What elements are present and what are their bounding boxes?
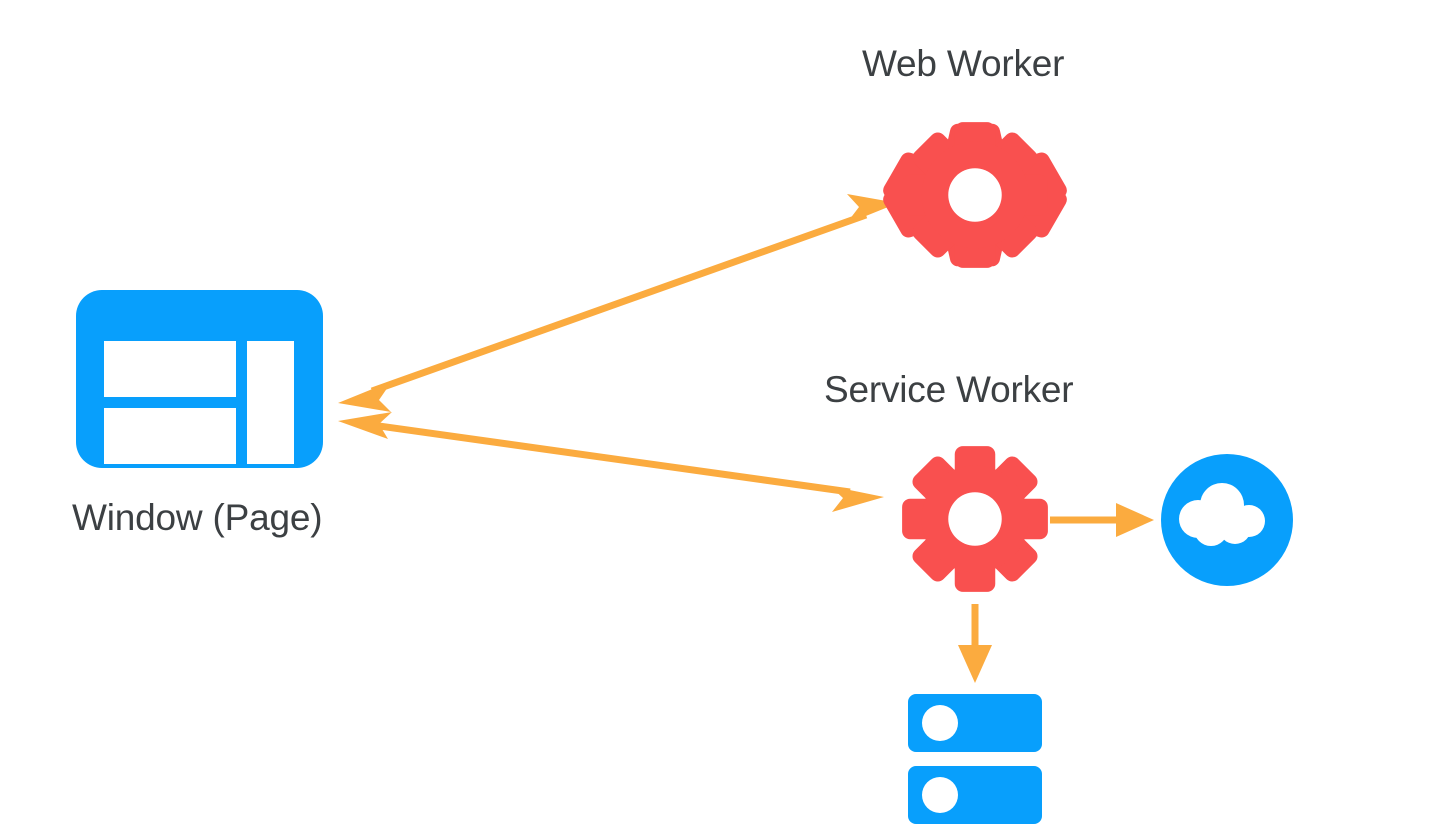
connector-service-worker-network — [1050, 503, 1154, 537]
database-unit-bottom — [908, 766, 1042, 824]
database-unit-indicator — [922, 777, 958, 813]
database-icon[interactable] — [908, 694, 1042, 824]
gear-icon-service-worker[interactable] — [902, 446, 1048, 592]
cloud-icon[interactable] — [1161, 454, 1293, 586]
window-panel-bottom-left — [104, 408, 236, 464]
gear-center-hole — [948, 168, 1002, 222]
connector-window-service-worker — [338, 412, 884, 512]
database-unit-top — [908, 694, 1042, 752]
label-window-page: Window (Page) — [72, 497, 323, 538]
connector-service-worker-cache — [958, 604, 992, 683]
window-panel-top-left — [104, 341, 236, 397]
gear-center-hole — [948, 492, 1002, 546]
cloud-shape — [1179, 483, 1265, 546]
arrowhead-to-service-worker — [830, 486, 884, 512]
label-service-worker: Service Worker — [824, 369, 1074, 410]
label-web-worker: Web Worker — [862, 43, 1065, 84]
browser-window-icon[interactable] — [76, 290, 323, 468]
connector-shaft — [371, 421, 851, 496]
arrowhead-to-cache — [958, 645, 992, 683]
arrowhead-to-window — [338, 381, 392, 412]
window-panel-right — [247, 341, 294, 464]
connector-shaft — [370, 211, 868, 395]
database-unit-indicator — [922, 705, 958, 741]
gear-icon-web-worker[interactable] — [883, 122, 1067, 268]
arrowhead-to-network — [1116, 503, 1154, 537]
arrowhead-to-window — [338, 412, 392, 439]
